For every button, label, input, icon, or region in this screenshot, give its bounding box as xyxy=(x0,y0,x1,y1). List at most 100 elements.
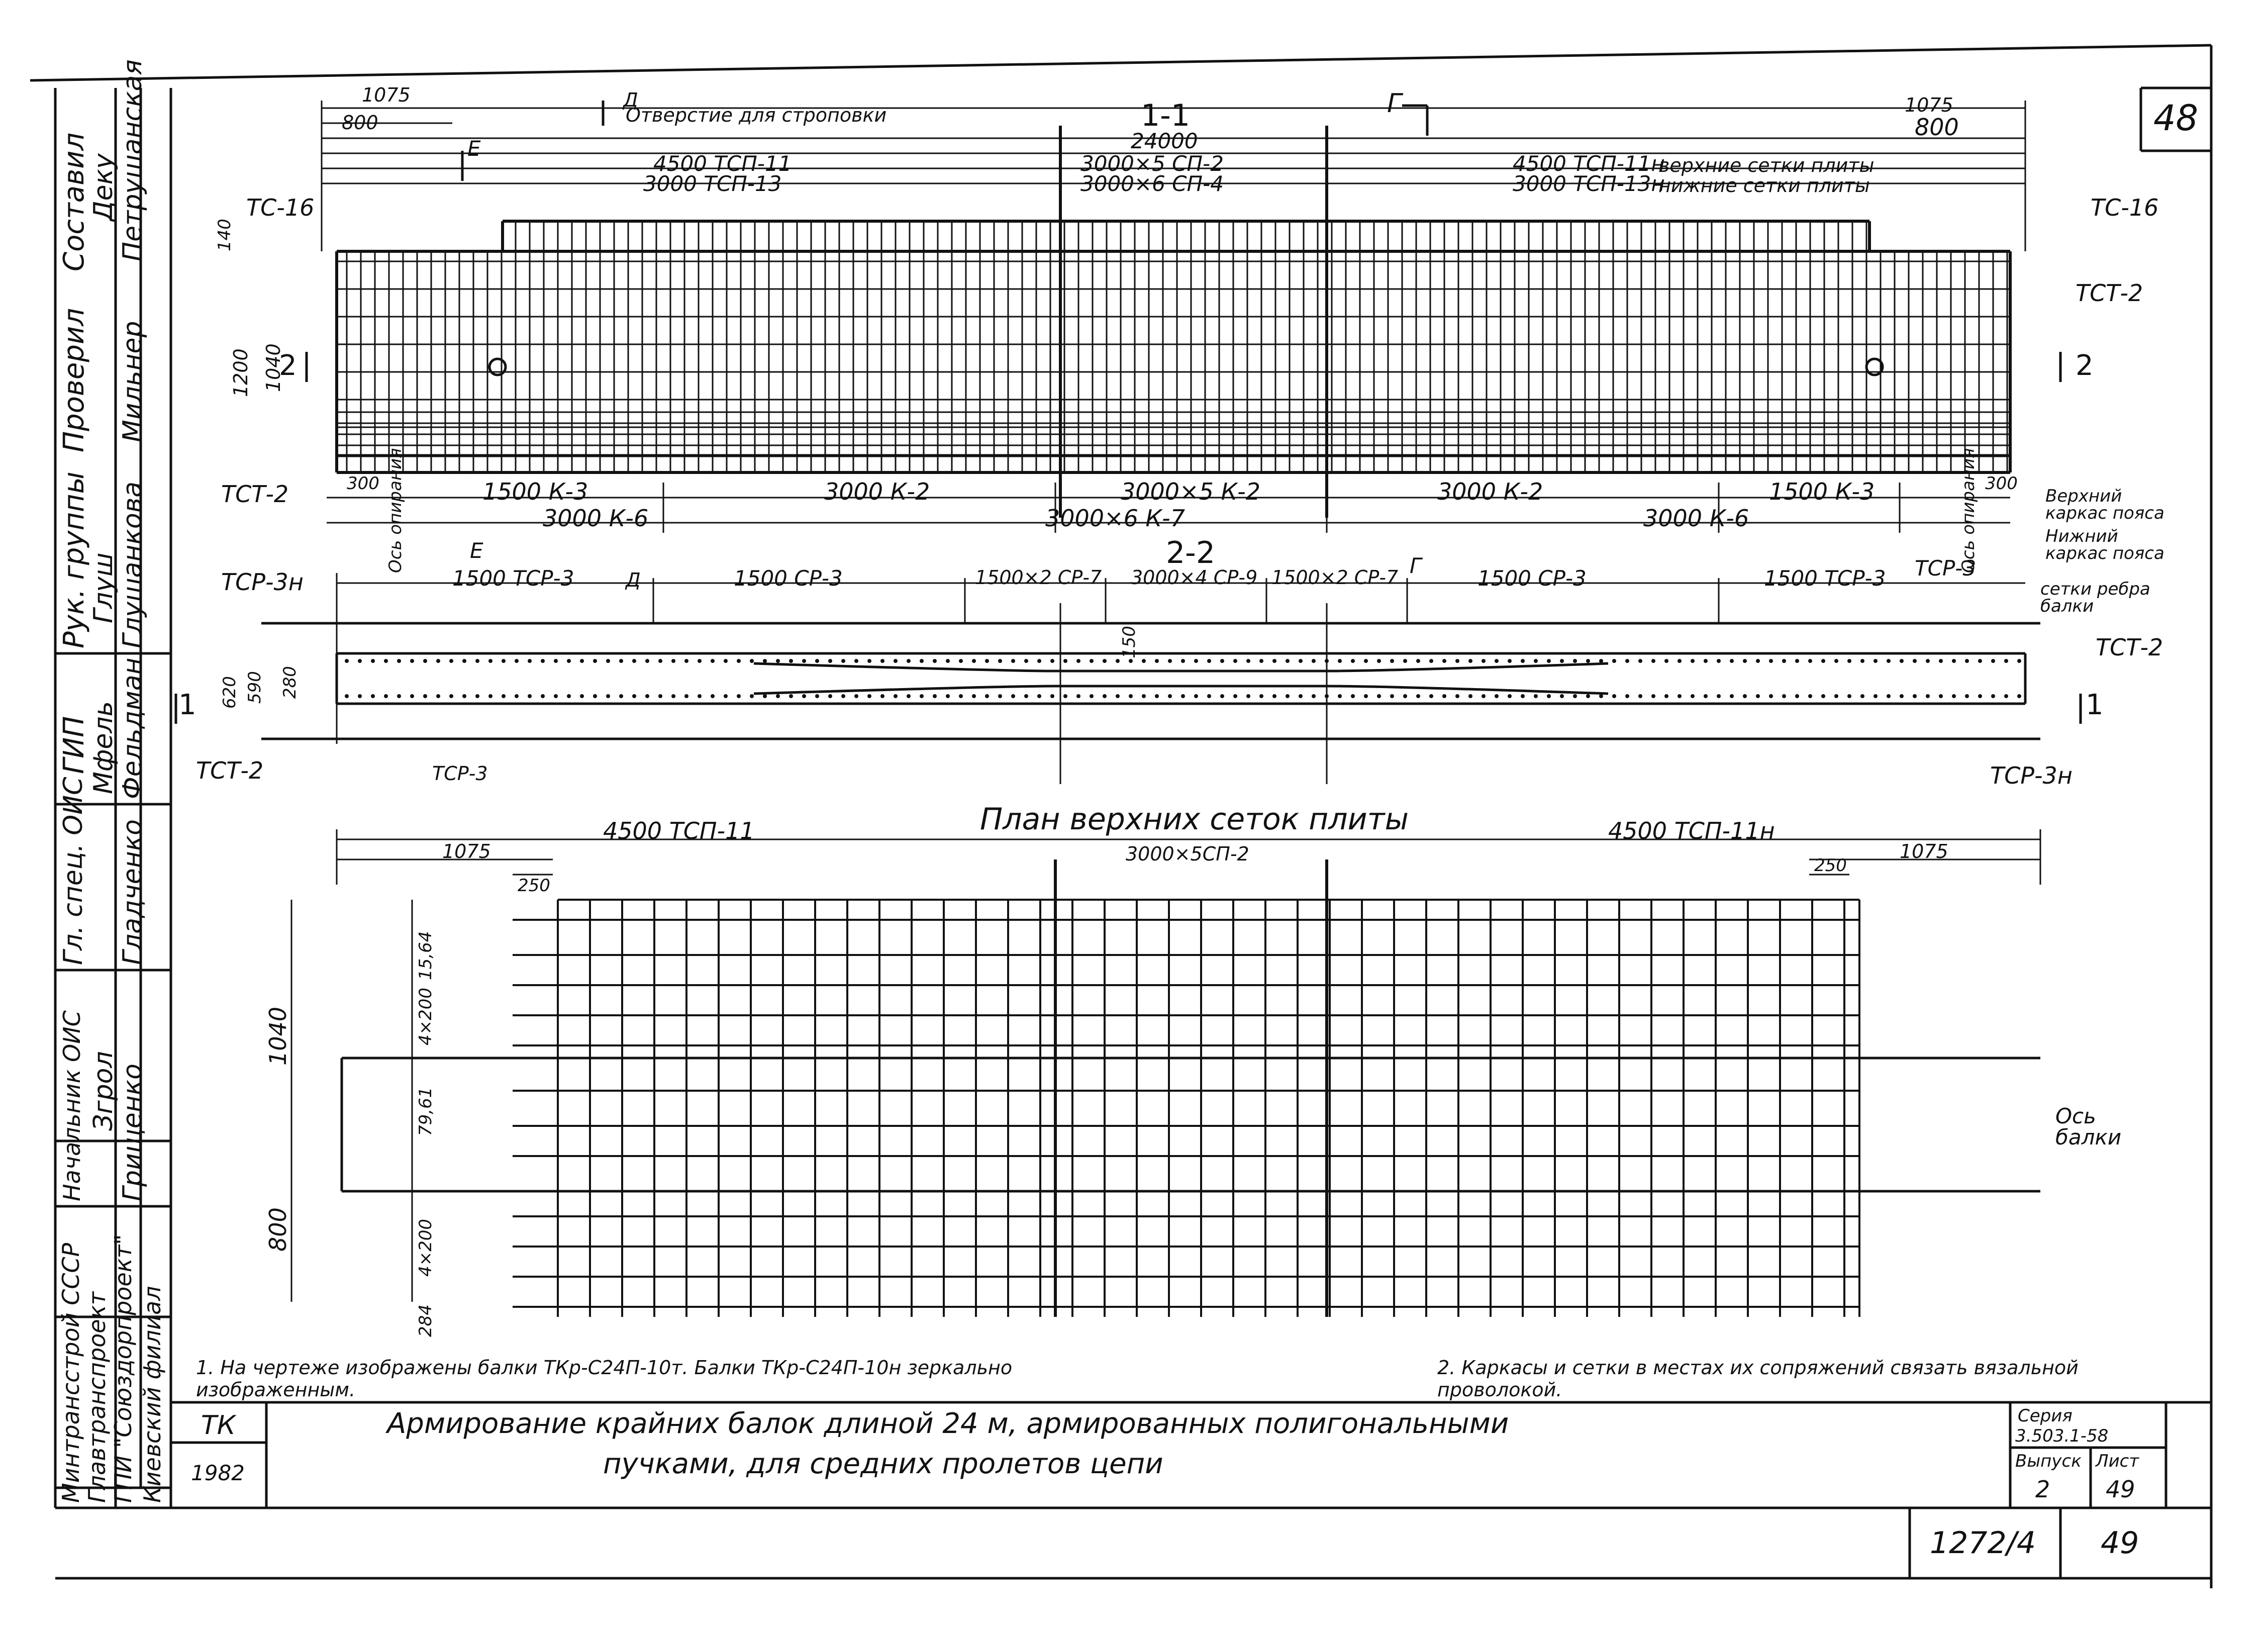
series-label: Серия xyxy=(2018,1406,2073,1426)
rebar-dot xyxy=(645,659,649,663)
rebar-dot xyxy=(1090,659,1094,663)
rebar-dot xyxy=(1952,659,1956,663)
section-2-2-outline xyxy=(261,622,2040,740)
rebar-dot xyxy=(1508,694,1512,698)
rebar-dot xyxy=(1913,694,1917,698)
section-markers xyxy=(174,101,2082,724)
rebar-dot xyxy=(2004,694,2008,698)
rebar-dot xyxy=(1429,659,1433,663)
rebar-dot xyxy=(1717,659,1721,663)
rib-net-4: 3000×4 СР-9 xyxy=(1131,566,1258,589)
rebar-dot xyxy=(528,659,532,663)
dim-1075-right: 1075 xyxy=(1905,94,1953,116)
rebar-dot xyxy=(1638,659,1642,663)
stamp-name-6: Грищенко xyxy=(118,1064,148,1201)
rebar-dot xyxy=(867,694,871,698)
rebar-dot xyxy=(1821,694,1825,698)
rebar-dot xyxy=(515,694,519,698)
plan-title: План верхних сеток плиты xyxy=(980,802,1409,837)
rebar-dot xyxy=(998,694,1002,698)
rebar-dot xyxy=(1808,694,1812,698)
rebar-dot xyxy=(1691,659,1695,663)
rebar-dot xyxy=(606,659,610,663)
tcp3-left: ТСР-3н xyxy=(221,568,304,596)
frame-top-1: 1500 К-3 xyxy=(482,478,588,505)
rebar-dot xyxy=(580,694,584,698)
section-2-marker-right: 2 xyxy=(2076,349,2094,382)
rebar-dot xyxy=(815,694,819,698)
rebar-dot xyxy=(1155,659,1159,663)
rebar-dot xyxy=(1455,659,1459,663)
rib-net-5: 1500×2 СР-7 xyxy=(1271,566,1399,589)
stamp-role-1: Составил xyxy=(58,132,90,271)
rebar-dot xyxy=(894,694,898,698)
dim-800-right: 800 xyxy=(1915,114,1959,141)
rebar-dot xyxy=(1037,694,1041,698)
rebar-dot xyxy=(567,659,571,663)
stamp-sign-4: Мфель xyxy=(88,701,119,794)
rebar-dot xyxy=(763,694,767,698)
dim-150: 150 xyxy=(1119,626,1139,658)
rebar-dot xyxy=(1364,694,1368,698)
stamp-role-3: Рук. группы xyxy=(58,471,90,648)
rebar-dot xyxy=(384,659,388,663)
rebar-dot xyxy=(2017,659,2021,663)
rebar-dot xyxy=(384,694,388,698)
stamp-sign-3: Глуш xyxy=(88,552,119,623)
section-2-2-dims xyxy=(336,573,2025,784)
beam-axis-note: Ось балки xyxy=(2055,1104,2122,1150)
mark-D-2: Д xyxy=(626,569,641,591)
lower-nets-note: нижние сетки плиты xyxy=(1658,174,1870,197)
rebar-dot xyxy=(1377,694,1381,698)
rebar-dot xyxy=(1024,659,1028,663)
rebar-dot xyxy=(1024,694,1028,698)
rebar-dot xyxy=(1050,659,1054,663)
rebar-dot xyxy=(345,659,349,663)
rebar-dot xyxy=(1769,694,1773,698)
rebar-dot xyxy=(488,694,492,698)
rebar-dot xyxy=(1207,694,1211,698)
rebar-dot xyxy=(1678,659,1682,663)
dim-620: 620 xyxy=(220,676,240,709)
rebar-dot xyxy=(1691,694,1695,698)
lower-left-net: 3000 ТСП-13 xyxy=(643,171,782,196)
rebar-dot xyxy=(1900,694,1904,698)
plan-right-net: 4500 ТСП-11н xyxy=(1608,817,1775,844)
rebar-dot xyxy=(1586,694,1590,698)
rebar-dot xyxy=(1612,659,1616,663)
rebar-dot xyxy=(1821,659,1825,663)
rebar-dot xyxy=(724,659,728,663)
tcp3-right: ТСР-3 xyxy=(1915,556,1977,581)
rebar-dot xyxy=(371,694,375,698)
sheet-frame xyxy=(30,44,2213,1588)
plan-dim-250-left: 250 xyxy=(518,876,550,896)
rebar-dot xyxy=(802,659,806,663)
rebar-dot xyxy=(1312,659,1316,663)
rebar-dot xyxy=(410,694,414,698)
plan-beam-axis-strip xyxy=(340,1057,2040,1193)
rebar-dot xyxy=(1730,659,1734,663)
org-line-3: ГПИ "Союздорпроект" xyxy=(110,1234,137,1503)
rebar-dot xyxy=(1573,659,1577,663)
rebar-dot xyxy=(436,659,440,663)
rebar-dot xyxy=(1743,659,1747,663)
rebar-dot xyxy=(1795,659,1799,663)
plan-dim-250-right: 250 xyxy=(1814,855,1847,876)
rebar-dot xyxy=(789,694,793,698)
rebar-dot xyxy=(1299,659,1303,663)
rebar-dot xyxy=(554,659,558,663)
tk-label: ТК xyxy=(201,1410,236,1441)
title-block-frame xyxy=(171,1401,2211,1578)
rebar-dot xyxy=(841,659,845,663)
mark-E-1: Е xyxy=(467,136,481,161)
rebar-dot xyxy=(972,659,976,663)
rebar-dot xyxy=(632,659,636,663)
tcp3-bottom-left: ТСР-3 xyxy=(432,762,488,785)
dim-280: 280 xyxy=(280,666,300,699)
rebar-dot xyxy=(1011,659,1015,663)
archive-number: 1272/4 xyxy=(1930,1525,2036,1561)
rebar-dot xyxy=(1521,659,1525,663)
note-2: 2. Каркасы и сетки в местах их сопряжени… xyxy=(1437,1357,2079,1401)
rebar-dot xyxy=(645,694,649,698)
